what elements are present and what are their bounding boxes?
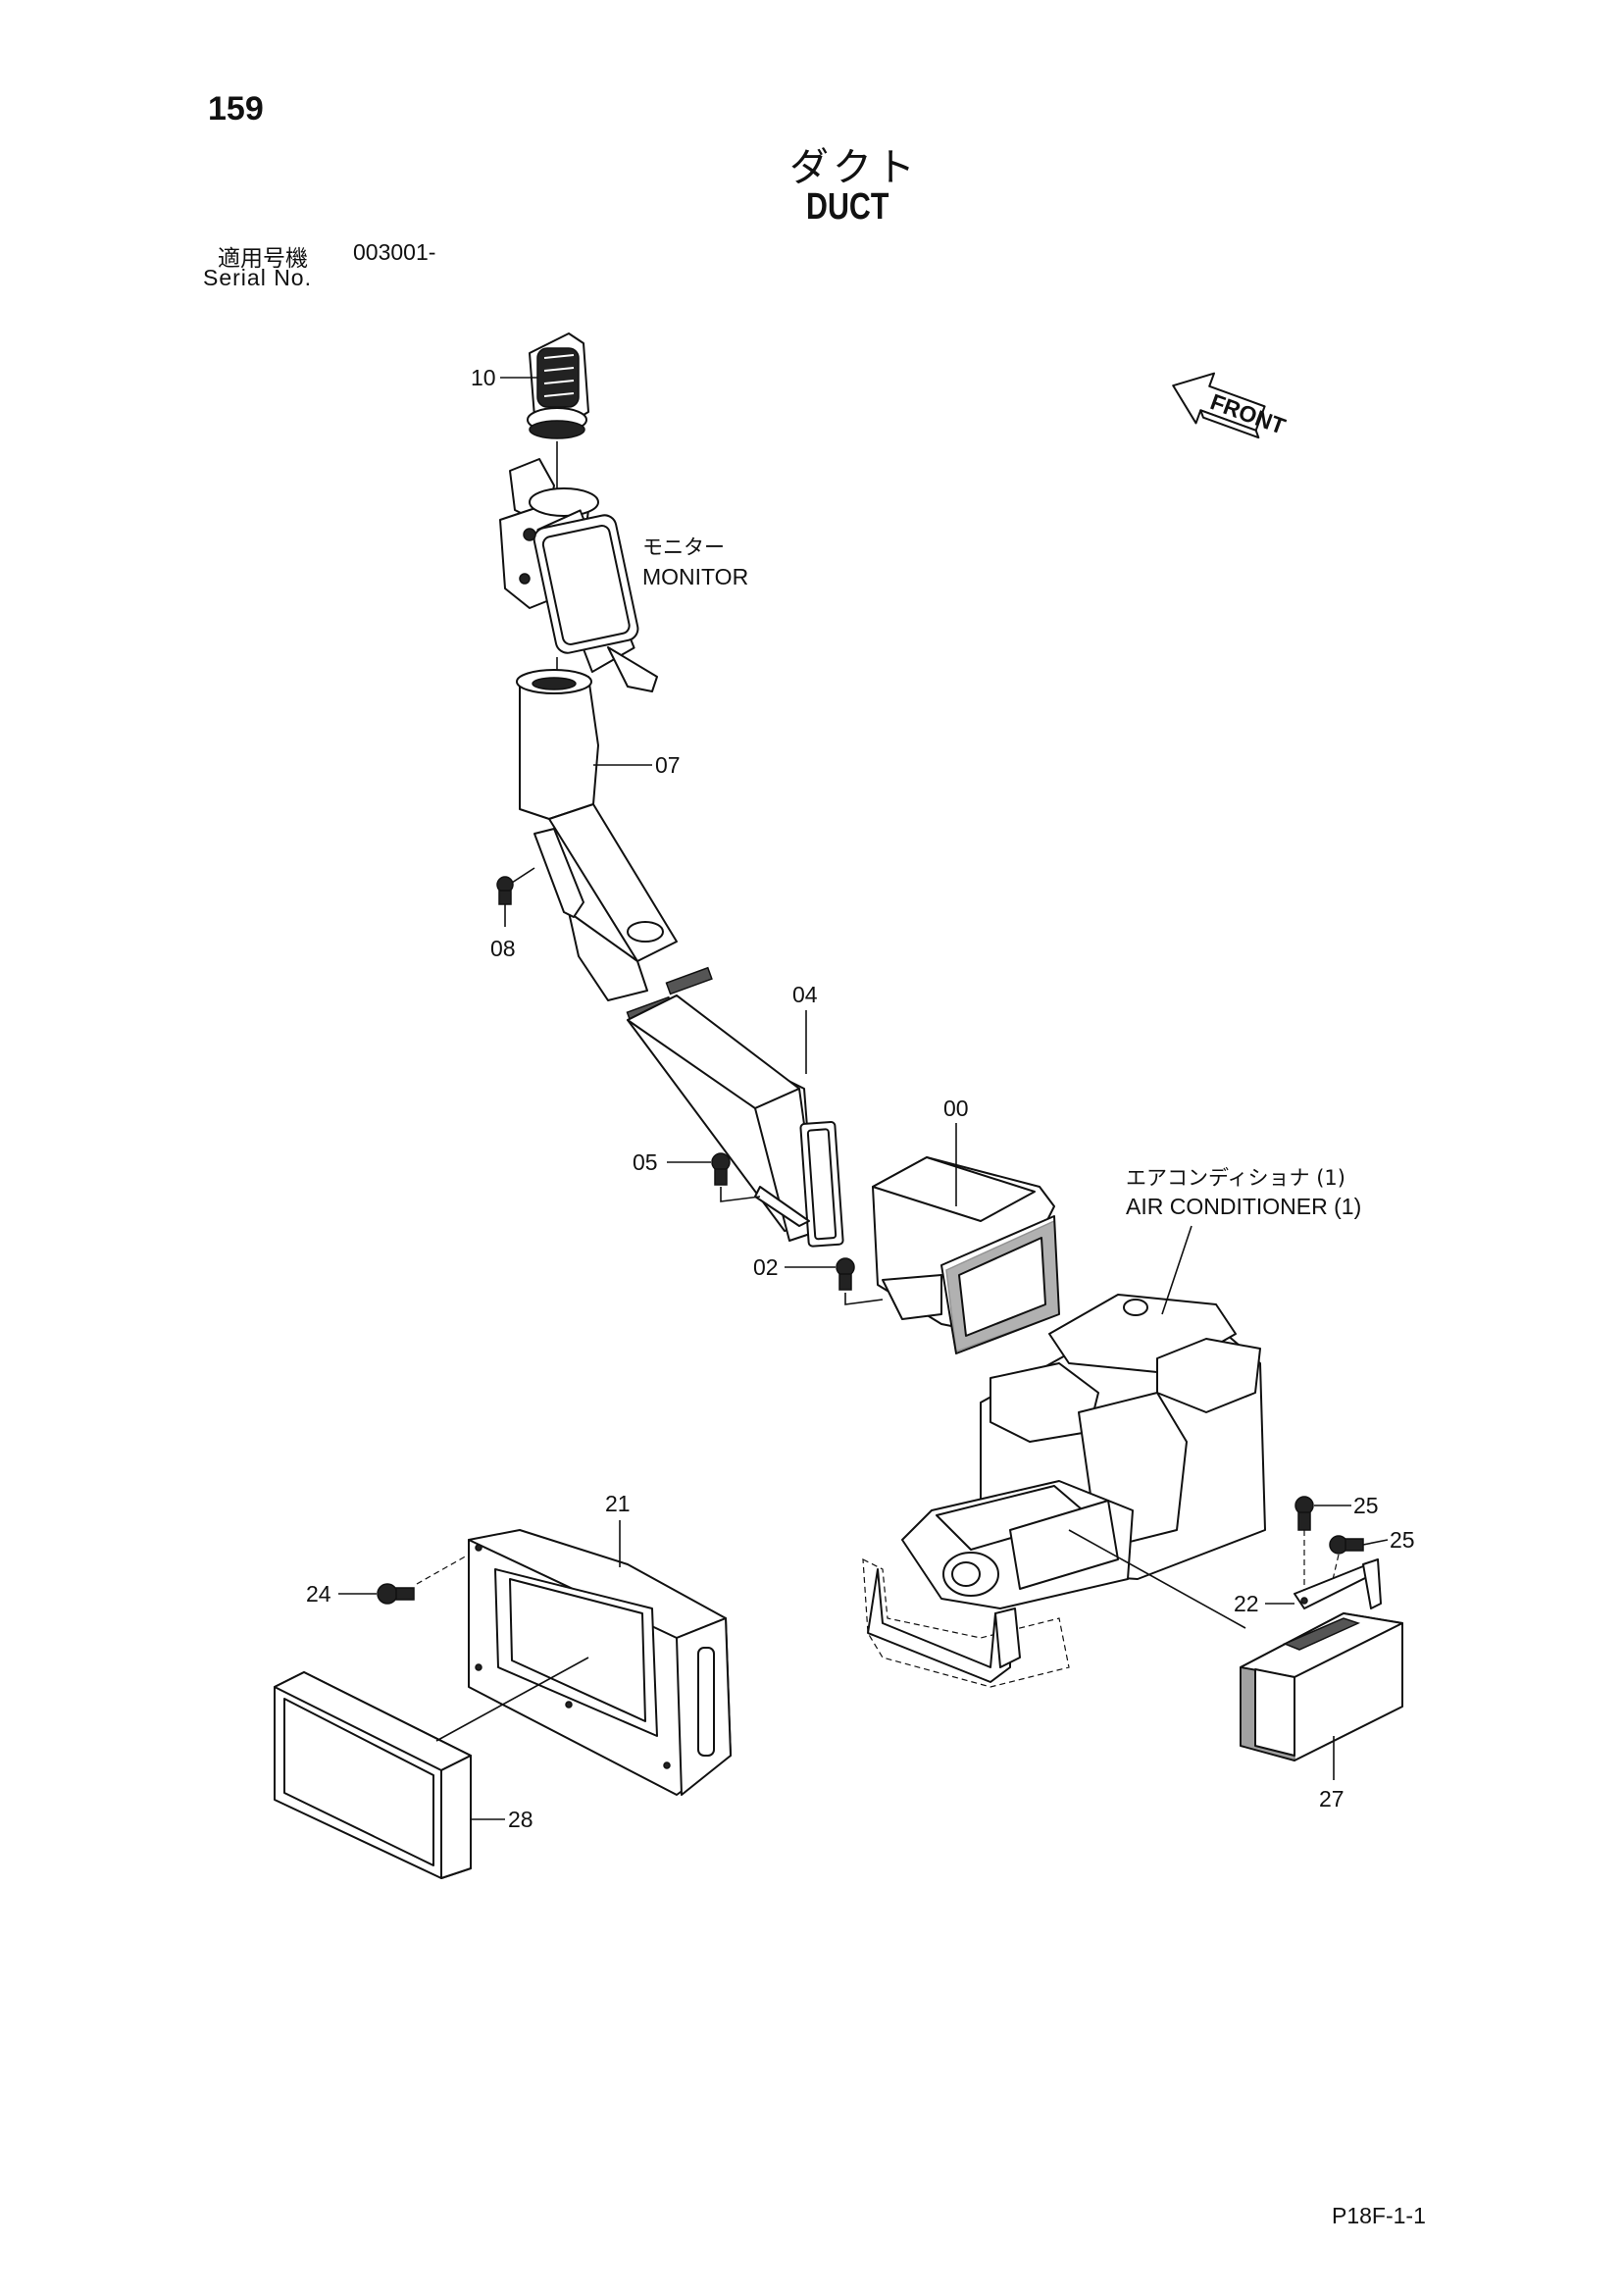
screw-02 [836, 1257, 855, 1291]
callout-04: 04 [792, 982, 818, 1007]
duct-frame-21 [468, 1529, 732, 1796]
air-conditioner-unit [862, 1294, 1266, 1688]
bracket-22 [1294, 1558, 1382, 1609]
seal-upper [665, 966, 713, 995]
leader-25b [1362, 1539, 1389, 1546]
front-arrow-icon: FRONT [1172, 372, 1289, 439]
callout-07: 07 [655, 752, 681, 778]
louver-vent [527, 332, 589, 439]
monitor-label: MONITOR [642, 564, 748, 589]
aircon-label-jp: エアコンディショナ (1) [1126, 1166, 1345, 1190]
page-title-jp: ダクト [789, 146, 919, 189]
callout-00: 00 [943, 1096, 969, 1121]
monitor-label-jp: モニター [642, 536, 725, 559]
duct-bracket [496, 828, 584, 918]
callout-02: 02 [753, 1254, 779, 1280]
callout-05: 05 [633, 1149, 658, 1175]
page-title: DUCT [806, 186, 889, 228]
monitor-housing [499, 458, 658, 692]
callout-27: 27 [1319, 1786, 1345, 1811]
callout-08: 08 [490, 936, 516, 961]
inlet-box [872, 1156, 1060, 1354]
page-code: P18F-1-1 [1332, 2203, 1426, 2228]
lower-duct [627, 995, 844, 1248]
callout-10: 10 [471, 365, 496, 390]
screw-05 [711, 1152, 731, 1186]
serial-label-jp: 適用号機 [218, 245, 308, 271]
panel-filter-28 [274, 1671, 472, 1879]
callout-24: 24 [306, 1581, 331, 1607]
serial-label: Serial No. [203, 265, 312, 290]
leader-aircon [1161, 1225, 1193, 1315]
screw-25-upper [1294, 1496, 1314, 1531]
screw-24 [377, 1583, 415, 1605]
callout-28: 28 [508, 1807, 533, 1832]
screw-25-lower [1329, 1535, 1364, 1555]
filter-box-27 [1240, 1612, 1403, 1761]
serial-value: 003001- [353, 239, 436, 265]
callout-21: 21 [605, 1491, 631, 1516]
callout-25b: 25 [1390, 1527, 1415, 1553]
callout-25a: 25 [1353, 1493, 1379, 1518]
aircon-label: AIR CONDITIONER (1) [1126, 1194, 1361, 1219]
callout-22: 22 [1234, 1591, 1259, 1616]
upper-duct [516, 669, 678, 1001]
page-number: 159 [208, 90, 264, 128]
